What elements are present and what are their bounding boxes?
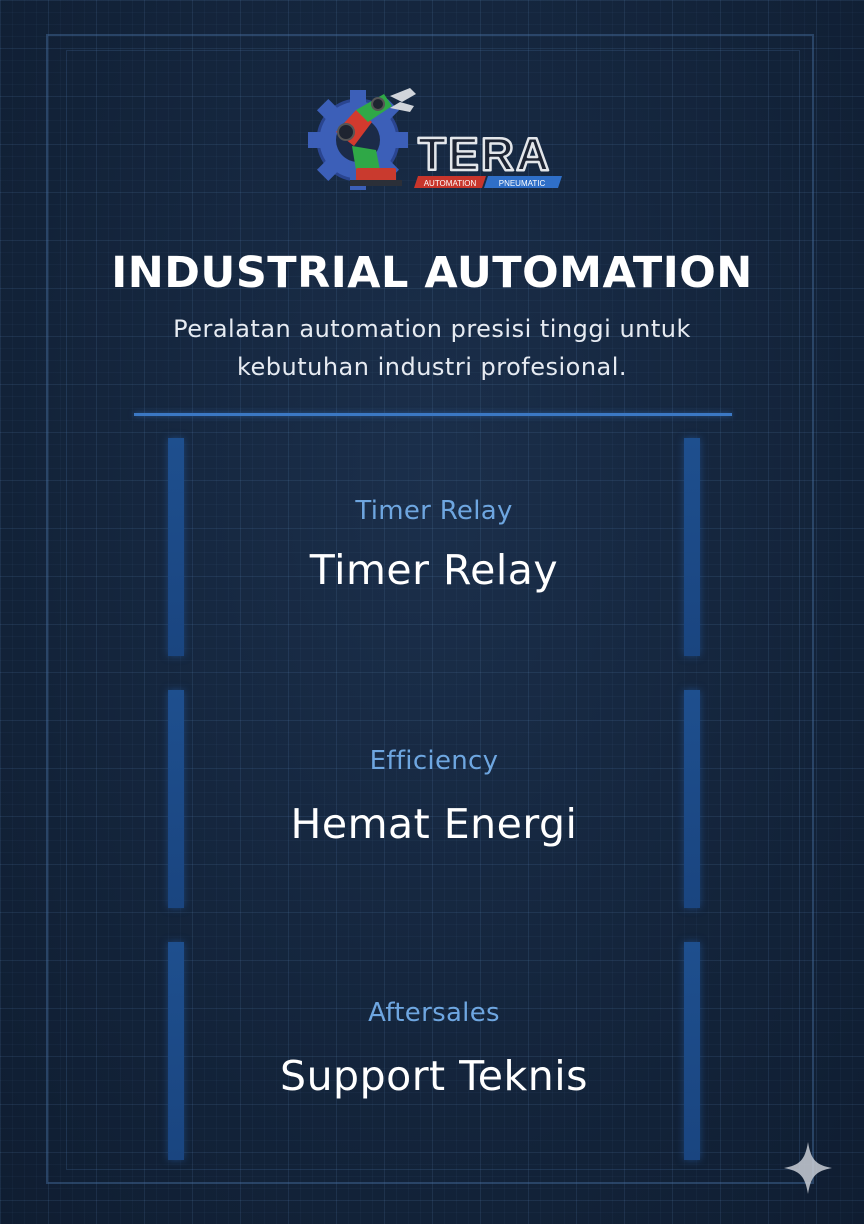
page-title: INDUSTRIAL AUTOMATION <box>111 248 753 298</box>
feature-card-timer-relay: Timer Relay Timer Relay <box>168 438 700 656</box>
card-label: Timer Relay <box>355 496 513 526</box>
subtitle-line-1: Peralatan automation presisi tinggi untu… <box>173 315 691 343</box>
card-label: Aftersales <box>368 998 500 1028</box>
card-value: Support Teknis <box>280 1052 588 1100</box>
robot-arm-gear-logo: TERA AUTOMATION PNEUMATIC <box>308 88 562 190</box>
logo-brand-text: TERA <box>418 128 551 180</box>
inner-frame <box>66 50 800 1170</box>
outer-frame <box>46 34 814 1184</box>
feature-card-efficiency: Efficiency Hemat Energi <box>168 690 700 908</box>
card-left-bar <box>168 438 184 656</box>
logo-tag-pneumatic: PNEUMATIC <box>499 179 546 188</box>
card-right-bar <box>684 942 700 1160</box>
subtitle-line-2: kebutuhan industri profesional. <box>236 353 628 381</box>
card-right-bar <box>684 438 700 656</box>
card-value: Hemat Energi <box>290 800 578 848</box>
card-left-bar <box>168 942 184 1160</box>
card-value: Timer Relay <box>309 546 559 594</box>
card-right-bar <box>684 690 700 908</box>
sparkle-icon <box>782 1140 834 1196</box>
card-label: Efficiency <box>369 746 499 776</box>
card-left-bar <box>168 690 184 908</box>
feature-card-aftersales: Aftersales Support Teknis <box>168 942 700 1160</box>
logo-tag-automation: AUTOMATION <box>424 179 477 188</box>
title-divider <box>134 413 732 416</box>
page-subtitle: Peralatan automation presisi tinggi untu… <box>100 310 764 386</box>
tera-logo: TERA AUTOMATION PNEUMATIC <box>306 82 566 194</box>
